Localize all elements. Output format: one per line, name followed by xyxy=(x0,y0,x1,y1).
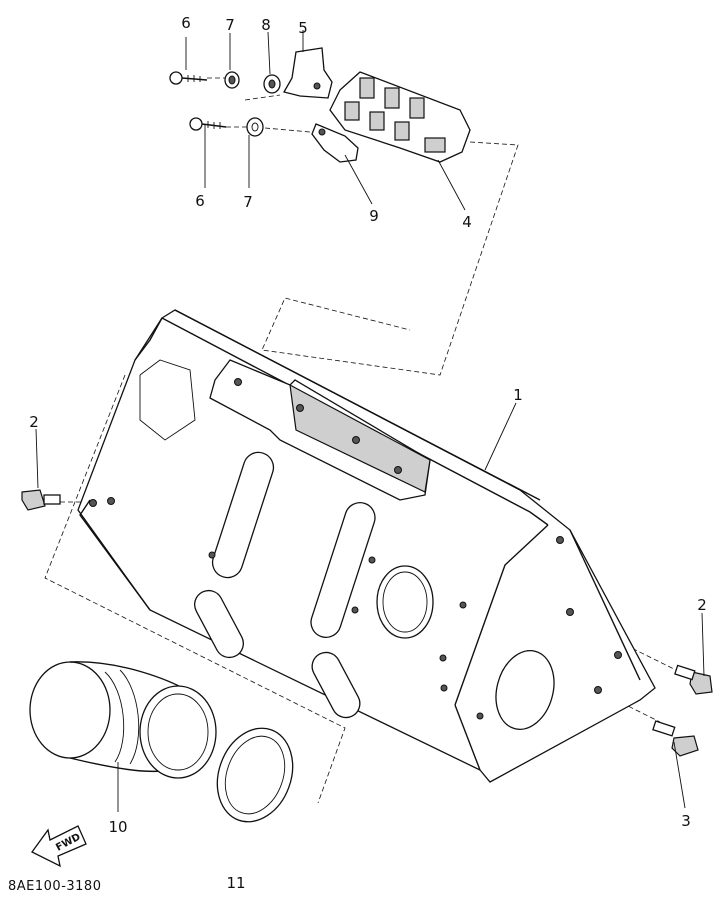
callout-6-lower: 6 xyxy=(195,192,205,210)
gasket-ring xyxy=(216,727,294,823)
bolt-lower-right xyxy=(652,720,699,757)
bolt-left xyxy=(21,489,61,511)
clip-5 xyxy=(283,47,333,99)
callout-2-right: 2 xyxy=(697,596,707,614)
forward-arrow-icon: FWD xyxy=(31,825,87,868)
callout-4: 4 xyxy=(462,213,472,231)
washer-lower xyxy=(246,117,264,137)
callout-7-upper: 7 xyxy=(225,16,235,34)
screw-lower xyxy=(189,117,227,131)
callouts: 6 7 8 5 6 7 9 4 1 2 2 3 10 11 xyxy=(29,14,707,892)
callout-5: 5 xyxy=(298,19,308,37)
callout-10: 10 xyxy=(108,818,127,836)
callout-7-lower: 7 xyxy=(243,193,253,211)
callout-3: 3 xyxy=(681,812,691,830)
washer-upper xyxy=(224,71,240,89)
callout-6-upper: 6 xyxy=(181,14,191,32)
leader-lines xyxy=(35,30,705,812)
callout-9: 9 xyxy=(369,207,379,225)
callout-11: 11 xyxy=(226,874,245,892)
callout-2-left: 2 xyxy=(29,413,39,431)
guard-plate xyxy=(77,309,656,783)
intake-duct xyxy=(29,661,217,779)
callout-8: 8 xyxy=(261,16,271,34)
part-code: 8AE100-3180 xyxy=(8,879,101,894)
fuel-rail-bracket xyxy=(329,71,471,163)
screw-upper xyxy=(169,71,208,85)
nut xyxy=(263,74,281,94)
bolt-right xyxy=(674,664,713,695)
callout-1: 1 xyxy=(513,386,523,404)
